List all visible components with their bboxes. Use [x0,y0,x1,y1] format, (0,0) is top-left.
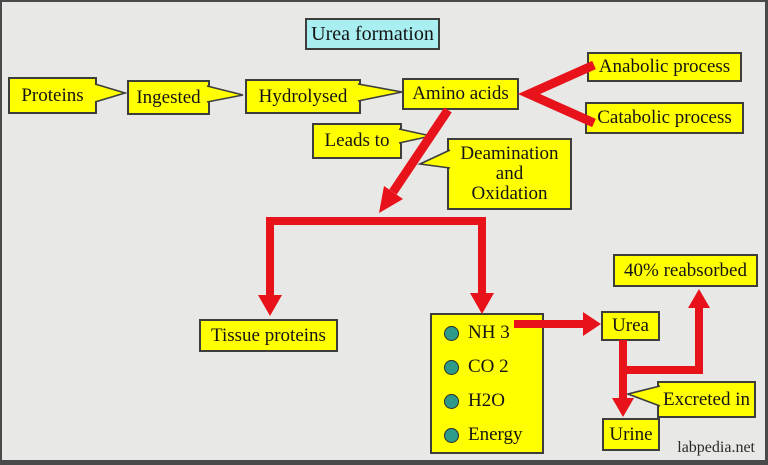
watermark-credit: labpedia.net [677,439,755,456]
node-leads-to-label: Leads to [324,130,390,152]
callout-tail-hydrolysed [357,83,403,102]
callout-tail-leads-to [398,128,432,144]
node-urea: Urea [601,311,660,341]
title-box: Urea formation [305,18,440,50]
node-hydrolysed-label: Hydrolysed [258,85,348,107]
node-deamination-oxidation: Deamination and Oxidation [447,138,572,210]
node-proteins: Proteins [8,77,97,114]
product-item: Energy [444,418,523,452]
node-urine-label: Urine [609,423,653,445]
arrowhead-to-tissue-proteins [258,295,282,316]
arrowhead-amino-acids-down [379,186,403,213]
product-item: NH 3 [444,316,510,350]
node-catabolic-process: Catabolic process [585,102,744,134]
bullet-icon [444,359,459,375]
node-products-box: NH 3 CO 2 H2O Energy [430,313,544,454]
deamination-line-3: Oxidation [471,182,548,204]
diagram-title: Urea formation [311,22,434,45]
bullet-icon [444,393,459,409]
node-leads-to: Leads to [312,123,402,159]
product-co2-label: CO 2 [468,356,509,378]
product-nh3-label: NH 3 [468,322,510,344]
node-catabolic-label: Catabolic process [597,107,732,129]
product-energy-label: Energy [468,424,523,446]
node-anabolic-label: Anabolic process [598,56,731,78]
arrowhead-to-products [470,293,494,314]
node-reabsorbed-label: 40% reabsorbed [624,259,747,281]
callout-tail-proteins [94,83,128,103]
node-excreted-in-label: Excreted in [662,388,751,410]
node-excreted-in: Excreted in [657,381,756,418]
callout-tail-excreted-in [625,385,661,407]
product-item: CO 2 [444,350,509,384]
node-proteins-label: Proteins [21,84,84,106]
bullet-icon [444,427,459,443]
node-ingested-label: Ingested [136,86,201,108]
node-tissue-proteins-label: Tissue proteins [211,324,326,346]
deamination-line-1: Deamination [460,143,559,165]
node-amino-acids: Amino acids [402,78,519,110]
node-amino-acids-label: Amino acids [412,83,509,105]
bullet-icon [444,325,459,341]
arrowhead-urea-to-reabsorbed [688,289,710,308]
arrowhead-urea-to-urine [612,398,634,417]
node-tissue-proteins: Tissue proteins [199,319,338,352]
connector-branch [266,217,486,300]
node-urea-label: Urea [612,315,649,337]
callout-tail-deamination [417,149,451,169]
product-h2o-label: H2O [468,390,505,412]
deamination-line-2: and [495,163,524,185]
callout-tail-ingested [206,85,244,103]
node-anabolic-process: Anabolic process [587,52,742,82]
product-item: H2O [444,384,505,418]
node-40-reabsorbed: 40% reabsorbed [613,254,758,287]
node-ingested: Ingested [127,80,210,115]
node-hydrolysed: Hydrolysed [245,79,361,114]
node-urine: Urine [602,418,660,451]
arrowhead-nh3-to-urea [583,312,601,336]
